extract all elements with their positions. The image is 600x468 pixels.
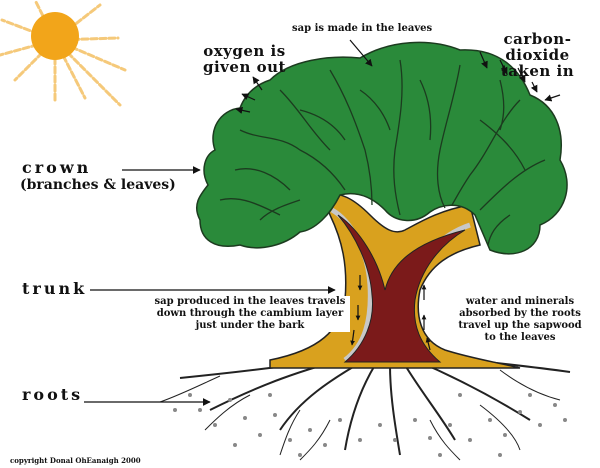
crown-label: crown — [22, 158, 92, 177]
water-line3: travel up the sapwood — [458, 320, 582, 331]
sap-down-label: sap produced in the leaves travels down … — [150, 296, 350, 332]
oxygen-label-line1: oxygen is — [203, 42, 286, 60]
water-line4: to the leaves — [484, 332, 556, 343]
trunk-label: trunk — [22, 279, 88, 298]
carbon-dioxide-label-line1: carbon-dioxide — [503, 30, 572, 64]
roots-label: roots — [22, 385, 84, 404]
carbon-dioxide-arrows — [479, 51, 561, 102]
roots-drawing — [159, 354, 571, 461]
carbon-dioxide-label: carbon-dioxide taken in — [475, 30, 600, 80]
crown-foliage — [196, 41, 568, 255]
trunk-drawing — [269, 193, 521, 369]
oxygen-label-line2: given out — [203, 57, 286, 76]
label-pointers — [84, 166, 336, 406]
sap-down-line2: down through the cambium layer — [156, 308, 344, 319]
soil-particles — [173, 393, 567, 457]
sun-icon — [0, 0, 127, 107]
copyright-text: copyright Donal OhEanaigh 2000 — [10, 456, 141, 465]
water-minerals-label: water and minerals absorbed by the roots… — [455, 296, 585, 344]
oxygen-arrows — [235, 76, 263, 114]
water-line2: absorbed by the roots — [459, 308, 581, 319]
crown-sublabel: (branches & leaves) — [20, 177, 176, 193]
water-line1: water and minerals — [465, 296, 575, 307]
oxygen-label: oxygen is given out — [203, 42, 286, 76]
sap-made-pointer — [349, 39, 373, 67]
sap-down-line3: just under the bark — [195, 320, 305, 331]
carbon-dioxide-label-line2: taken in — [500, 61, 575, 80]
sap-down-line1: sap produced in the leaves travels — [154, 296, 346, 307]
sap-made-label: sap is made in the leaves — [292, 23, 433, 34]
